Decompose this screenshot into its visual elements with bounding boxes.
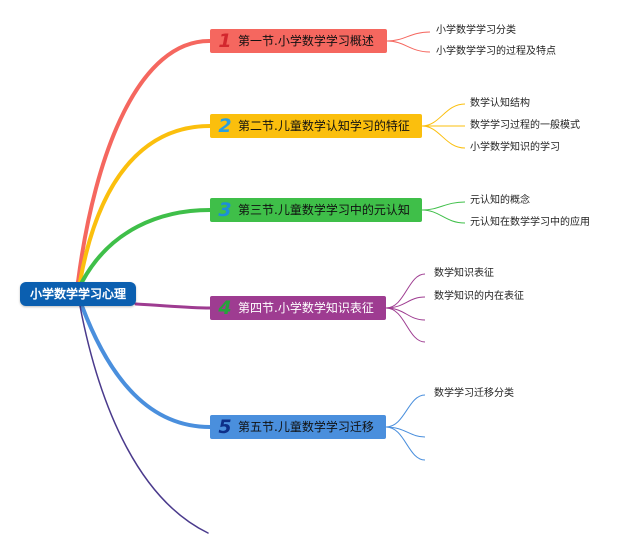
topic-label-3: 第三节.儿童数学学习中的元认知 (238, 203, 410, 217)
topic-node-1[interactable]: 1 第一节.小学数学学习概述 (210, 29, 387, 53)
leaf-1-1[interactable]: 小学数学学习分类 (436, 25, 516, 36)
leaf-line-5-1 (385, 394, 426, 428)
topic-node-4[interactable]: 4 第四节.小学数学知识表征 (210, 296, 386, 320)
leaf-2-1[interactable]: 数学认知结构 (470, 98, 530, 109)
topic-number-4: 4 (218, 297, 232, 319)
branch-line-1 (76, 38, 212, 284)
topic-number-1: 1 (218, 30, 232, 52)
leaf-3-2[interactable]: 元认知在数学学习中的应用 (470, 217, 590, 228)
topic-label-1: 第一节.小学数学学习概述 (238, 34, 374, 48)
leaf-1-2[interactable]: 小学数学学习的过程及特点 (436, 46, 556, 57)
leaf-4-2[interactable]: 数学知识的内在表征 (434, 291, 524, 302)
topic-label-2: 第二节.儿童数学认知学习的特征 (238, 119, 410, 133)
leaf-line-4-4 (385, 307, 426, 343)
leaf-line-5-3 (385, 426, 426, 461)
topic-number-5: 5 (218, 416, 232, 438)
leaf-line-2-1 (421, 103, 466, 127)
topic-node-3[interactable]: 3 第三节.儿童数学学习中的元认知 (210, 198, 422, 222)
topic-number-3: 3 (218, 199, 232, 221)
leaf-2-3[interactable]: 小学数学知识的学习 (470, 142, 560, 153)
root-node[interactable]: 小学数学学习心理 (20, 282, 136, 306)
leaf-2-2[interactable]: 数学学习过程的一般模式 (470, 120, 580, 131)
branch-line-5 (80, 304, 212, 429)
topic-node-2[interactable]: 2 第二节.儿童数学认知学习的特征 (210, 114, 422, 138)
branch-line-2 (78, 124, 212, 284)
topic-number-2: 2 (218, 115, 232, 137)
topic-label-5: 第五节.儿童数学学习迁移 (238, 420, 374, 434)
leaf-line-1-1 (386, 31, 431, 42)
leaf-line-4-1 (385, 273, 426, 309)
branch-line-6 (79, 305, 209, 534)
leaf-5-1[interactable]: 数学学习迁移分类 (434, 388, 514, 399)
leaf-line-3-1 (421, 201, 466, 211)
topic-node-5[interactable]: 5 第五节.儿童数学学习迁移 (210, 415, 386, 439)
topic-label-4: 第四节.小学数学知识表征 (238, 301, 374, 315)
leaf-4-1[interactable]: 数学知识表征 (434, 268, 494, 279)
leaf-line-4-3 (385, 307, 426, 321)
leaf-3-1[interactable]: 元认知的概念 (470, 195, 530, 206)
leaf-line-4-2 (385, 296, 426, 309)
leaf-line-2-3 (421, 125, 466, 149)
leaf-line-1-2 (386, 40, 431, 53)
leaf-line-3-2 (421, 209, 466, 224)
branch-line-4 (134, 302, 212, 310)
branch-line-3 (80, 208, 212, 284)
